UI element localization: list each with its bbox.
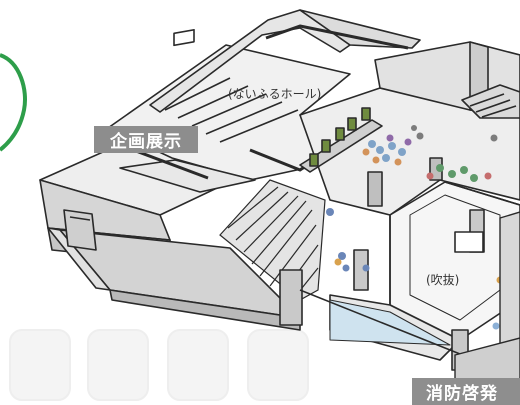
green-ring-icon (0, 53, 27, 152)
right-edge-structure (454, 211, 520, 381)
atrium-label: (吹抜) (426, 273, 460, 287)
hall-name-label: (ないふるホール) (228, 87, 322, 101)
exhibit-label: 企画展示 (94, 126, 198, 153)
lobby-structure (299, 41, 520, 216)
atrium-void (279, 181, 520, 371)
ghost-watermark (9, 329, 309, 401)
fire-prevention-label: 消防啓発 (412, 378, 520, 405)
people-figures (326, 125, 510, 330)
